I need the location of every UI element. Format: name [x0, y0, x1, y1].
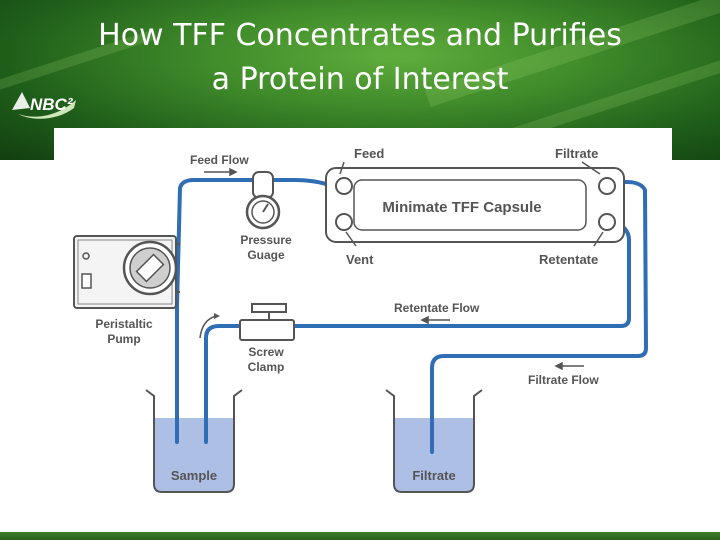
sample-beaker-label: Sample [171, 468, 217, 483]
tubing [175, 178, 648, 450]
screw-clamp-label-2: Clamp [248, 360, 285, 374]
clamp-rotate-arrow [199, 315, 217, 339]
filtrate-beaker [385, 389, 483, 493]
logo-text: NBC² [30, 95, 74, 114]
filtrate-beaker-label: Filtrate [412, 468, 455, 483]
filtrate-port-label: Filtrate [555, 146, 598, 161]
sample-beaker [145, 389, 243, 493]
capsule-label: Minimate TFF Capsule [382, 199, 541, 216]
screw-clamp [239, 303, 295, 341]
filtrate-flow-label: Filtrate Flow [528, 373, 599, 387]
title-line-1: How TFF Concentrates and Purifies [98, 18, 622, 53]
retentate-port [598, 213, 616, 231]
tff-diagram-svg: Minimate TFF Capsule Feed Filtrate Vent … [73, 146, 648, 493]
feed-flow-arrow [204, 167, 238, 177]
vent-port [335, 213, 353, 231]
feed-flow-label: Feed Flow [190, 153, 249, 167]
filtrate-port [598, 177, 616, 195]
filtrate-flow-arrow [554, 361, 584, 371]
retentate-label: Retentate [539, 252, 598, 267]
pressure-gauge-label: Pressure [240, 233, 292, 247]
pump-label-2: Pump [107, 332, 140, 346]
nbc2-logo: NBC² [12, 92, 76, 119]
pressure-gauge-label-2: Guage [247, 248, 285, 262]
retentate-flow-label: Retentate Flow [394, 301, 480, 315]
feed-label: Feed [354, 146, 384, 161]
screw-clamp-label: Screw [248, 345, 284, 359]
footer-bar [0, 532, 720, 540]
peristaltic-pump [73, 235, 180, 309]
slide-title: How TFF Concentrates and Purifies a Prot… [40, 14, 680, 102]
vent-label: Vent [346, 252, 374, 267]
feed-port [335, 177, 353, 195]
tff-capsule: Minimate TFF Capsule [325, 161, 625, 247]
retentate-flow-arrow [420, 315, 450, 325]
pressure-gauge [245, 171, 281, 230]
tff-diagram: Minimate TFF Capsule Feed Filtrate Vent … [54, 128, 672, 528]
title-line-2: a Protein of Interest [211, 62, 509, 97]
pump-label: Peristaltic [95, 317, 153, 331]
tubing-ends [175, 416, 434, 454]
